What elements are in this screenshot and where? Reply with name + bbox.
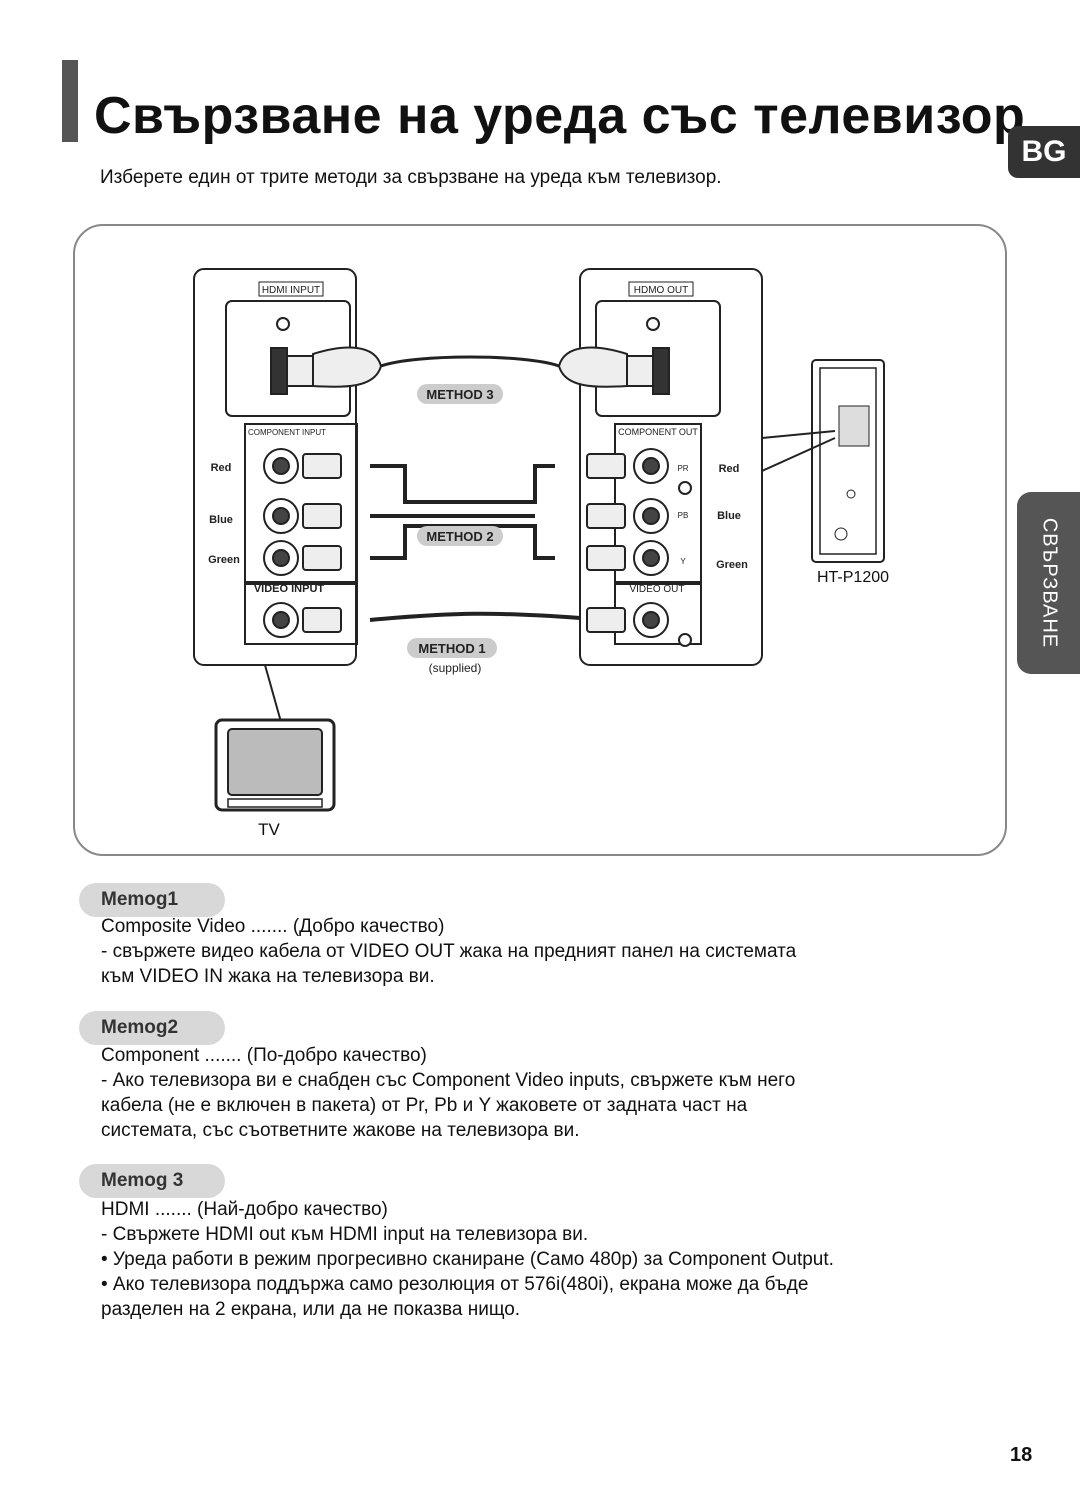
- tv-icon: [214, 718, 336, 812]
- memo-1-line: - свържете видео кабела от VIDEO OUT жак…: [101, 941, 797, 962]
- tv-green-label: Green: [208, 554, 240, 566]
- unit-y-mark: Y: [680, 557, 686, 566]
- unit-back-panel: [579, 268, 763, 666]
- memo-3-line: разделен на 2 екрана, или да не показва …: [101, 1299, 521, 1320]
- connection-diagram: METHOD 3 METHOD 2 METHOD 1 (supplied) HD…: [73, 224, 1007, 856]
- tv-hdmi-label: HDMI INPUT: [262, 285, 320, 296]
- page-number: 18: [1010, 1444, 1033, 1466]
- page-title: Свързване на уреда със телевизор: [94, 87, 1026, 145]
- unit-component-label: COMPONENT OUT: [618, 427, 698, 437]
- unit-video-label: VIDEO OUT: [629, 584, 684, 595]
- unit-hdmi-label: HDMO OUT: [634, 285, 688, 296]
- supplied-label: (supplied): [429, 661, 482, 675]
- memo-1-line: към VIDEO IN жака на телевизора ви.: [101, 966, 435, 987]
- connection-diagram-svg: METHOD 3 METHOD 2 METHOD 1 (supplied) HD…: [193, 268, 889, 839]
- intro-text: Изберете един от трите методи за свързва…: [100, 167, 722, 188]
- memo-2-line: - Ако телевизора ви е снабден със Compon…: [101, 1070, 796, 1091]
- unit-green-label: Green: [716, 559, 748, 571]
- memo-1-line: Composite Video ....... (Добро качество): [101, 916, 445, 937]
- method-2-label: METHOD 2: [426, 529, 493, 544]
- title-accent-bar: [62, 60, 78, 142]
- tv-label: TV: [258, 820, 280, 839]
- ht-p1200-device: [811, 359, 885, 563]
- memo-3-line: • Уреда работи в режим прогресивно скани…: [101, 1249, 834, 1270]
- memo-3-line: HDMI ....... (Най-добро качество): [101, 1199, 388, 1220]
- tv-component-label: COMPONENT INPUT: [248, 428, 326, 437]
- tv-component-section: [244, 423, 358, 585]
- method-3-label: METHOD 3: [426, 387, 493, 402]
- memo-2-line: системата, със съответните жакове на тел…: [101, 1120, 580, 1141]
- unit-link-line-top: [761, 430, 836, 439]
- memo-3-line: • Ако телевизора поддържа само резолюция…: [101, 1274, 809, 1295]
- memo-3-badge: Memog 3: [79, 1164, 225, 1198]
- memo-3-line: - Свържете HDMI out към HDMI input на те…: [101, 1224, 589, 1245]
- tv-blue-label: Blue: [209, 514, 233, 526]
- section-side-tab: СВЪРЗВАНЕ: [1017, 492, 1080, 674]
- language-tab: BG: [1008, 126, 1080, 178]
- unit-blue-label: Blue: [717, 510, 741, 522]
- memo-1-badge: Memog1: [79, 883, 225, 917]
- unit-pr-mark: PR: [677, 464, 688, 473]
- unit-pb-mark: PB: [678, 511, 689, 520]
- tv-video-label: VIDEO INPUT: [254, 583, 325, 595]
- memo-2-badge: Memog2: [79, 1011, 225, 1045]
- section-side-tab-label: СВЪРЗВАНЕ: [1038, 517, 1060, 649]
- memo-2-line: Component ....... (По-добро качество): [101, 1045, 427, 1066]
- unit-link-line-bottom: [761, 437, 836, 472]
- tv-video-section: [244, 581, 358, 645]
- memo-2-line: кабела (не е включен в пакета) от Pr, Pb…: [101, 1095, 748, 1116]
- method-1-label: METHOD 1: [418, 641, 485, 656]
- device-name-label: HT-P1200: [817, 569, 889, 586]
- tv-red-label: Red: [211, 462, 232, 474]
- tv-link-line: [264, 664, 282, 723]
- unit-red-label: Red: [719, 463, 740, 475]
